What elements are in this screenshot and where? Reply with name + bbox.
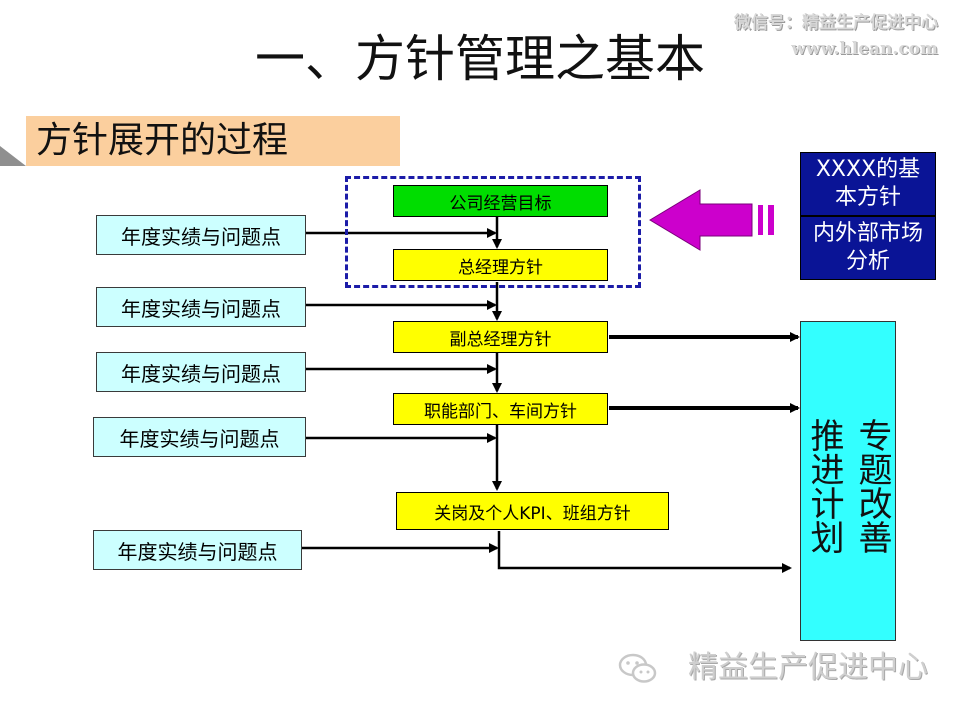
wechat-logo-icon xyxy=(618,653,657,683)
annual-results-box-5: 年度实绩与问题点 xyxy=(93,530,302,570)
big-arrow-icon xyxy=(649,189,774,251)
annual-results-box-3: 年度实绩与问题点 xyxy=(96,352,306,392)
vp-policy-node: 副总经理方针 xyxy=(393,321,608,353)
output-column-topic: 专题改善 xyxy=(852,418,892,554)
watermark-url: www.hlean.com xyxy=(791,39,938,59)
improvement-plan-text: 专题改善 推进计划 xyxy=(804,418,892,554)
company-goal-node: 公司经营目标 xyxy=(393,185,608,217)
section-marker xyxy=(0,146,26,166)
market-analysis-box: 内外部市场分析 xyxy=(800,216,936,280)
watermark-top: 微信号：精益生产促进中心 www.hlean.com xyxy=(734,10,938,62)
section-header: 方针展开的过程 xyxy=(36,120,289,161)
improvement-plan-box: 专题改善 推进计划 xyxy=(800,321,896,641)
gm-policy-node: 总经理方针 xyxy=(393,249,608,281)
slide-title: 一、方针管理之基本 xyxy=(255,30,705,88)
kpi-team-policy-node: 关岗及个人KPI、班组方针 xyxy=(396,492,669,530)
chain-5 xyxy=(497,531,792,573)
basic-policy-box: XXXX的基本方针 xyxy=(800,152,936,216)
watermark-footer: 精益生产促进中心 xyxy=(688,650,928,685)
watermark-wechat: 微信号：精益生产促进中心 xyxy=(734,13,938,33)
top-management-group xyxy=(345,176,641,288)
annual-results-box-1: 年度实绩与问题点 xyxy=(96,215,306,255)
department-policy-node: 职能部门、车间方针 xyxy=(393,393,608,425)
annual-results-box-2: 年度实绩与问题点 xyxy=(96,287,306,327)
annual-results-box-4: 年度实绩与问题点 xyxy=(93,417,306,457)
section-header-bg xyxy=(26,116,400,166)
output-column-plan: 推进计划 xyxy=(804,418,844,554)
